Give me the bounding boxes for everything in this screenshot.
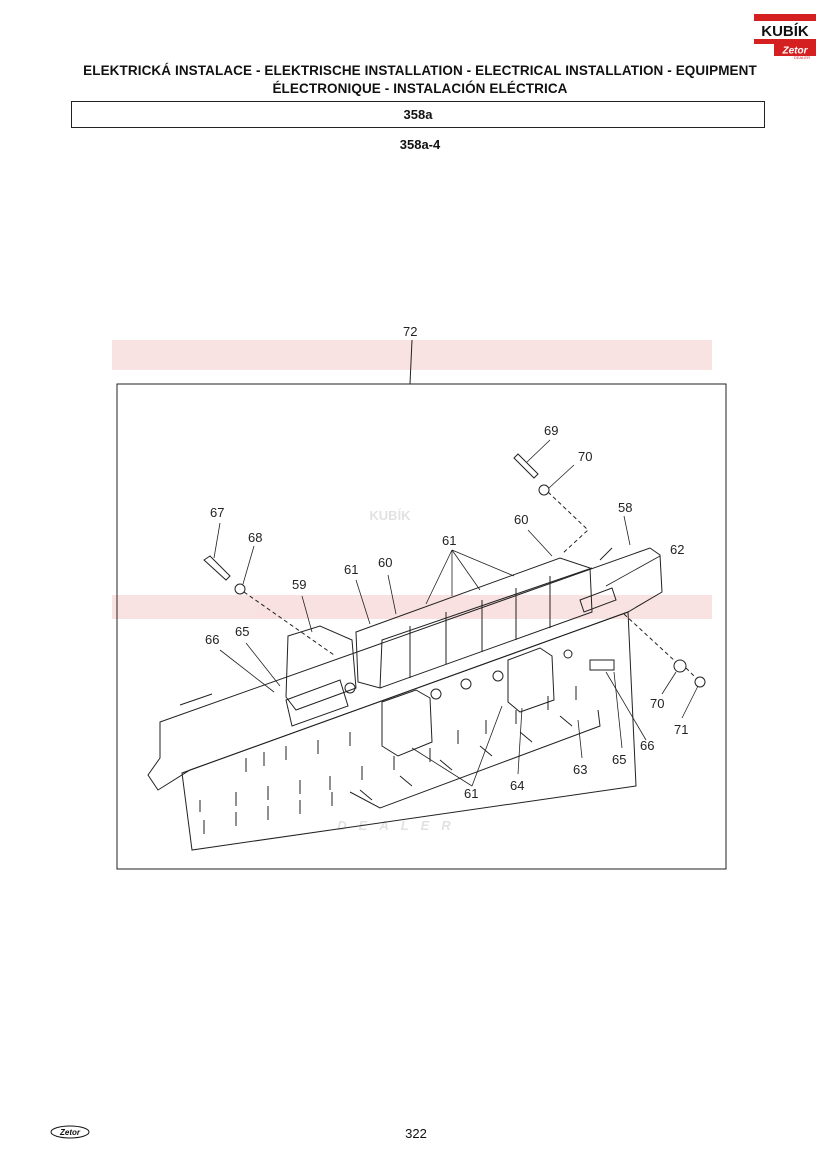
callout-62: 62 — [670, 542, 684, 557]
callout-58: 58 — [618, 500, 632, 515]
callout-64: 64 — [510, 778, 524, 793]
logo-brand-text: KUBÍK — [761, 23, 809, 40]
callout-60-right: 60 — [514, 512, 528, 527]
callout-66-right: 66 — [640, 738, 654, 753]
callout-65-left: 65 — [235, 624, 249, 639]
page-title-line-2: ÉLECTRONIQUE - INSTALACIÓN ELÉCTRICA — [272, 81, 568, 96]
callout-70-bottom: 70 — [650, 696, 664, 711]
callout-72: 72 — [403, 324, 417, 339]
kubik-zetor-logo: KUBÍK Zetor DEALER — [754, 14, 816, 60]
leader-72 — [409, 339, 413, 385]
assembly-lines — [243, 491, 697, 679]
watermark-tag: DEALER — [337, 818, 462, 833]
section-code-box: 358a — [71, 101, 765, 128]
logo-sub-text: Zetor — [782, 46, 809, 57]
fuse-box-plate — [147, 453, 706, 851]
zetor-footer-logo: Zetor — [50, 1125, 90, 1139]
callout-60-left: 60 — [378, 555, 392, 570]
callout-59: 59 — [292, 577, 306, 592]
leader-lines — [213, 439, 699, 787]
callout-63: 63 — [573, 762, 587, 777]
page-title-line-1: ELEKTRICKÁ INSTALACE - ELEKTRISCHE INSTA… — [83, 63, 757, 78]
watermark-brand: KUBÍK — [369, 508, 411, 523]
callout-71: 71 — [674, 722, 688, 737]
callout-69: 69 — [544, 423, 558, 438]
callout-68: 68 — [248, 530, 262, 545]
callout-61-left: 61 — [344, 562, 358, 577]
callout-66-left: 66 — [205, 632, 219, 647]
figure-frame — [116, 383, 727, 870]
page-number: 322 — [405, 1126, 427, 1141]
figure-code: 358a-4 — [399, 137, 441, 152]
logo-tag-text: DEALER — [794, 55, 810, 60]
callout-67: 67 — [210, 505, 224, 520]
callout-65-right: 65 — [612, 752, 626, 767]
callout-61-top: 61 — [442, 533, 456, 548]
callout-70-top: 70 — [578, 449, 592, 464]
footer-logo-text: Zetor — [59, 1128, 81, 1137]
callout-61-bottom: 61 — [464, 786, 478, 801]
